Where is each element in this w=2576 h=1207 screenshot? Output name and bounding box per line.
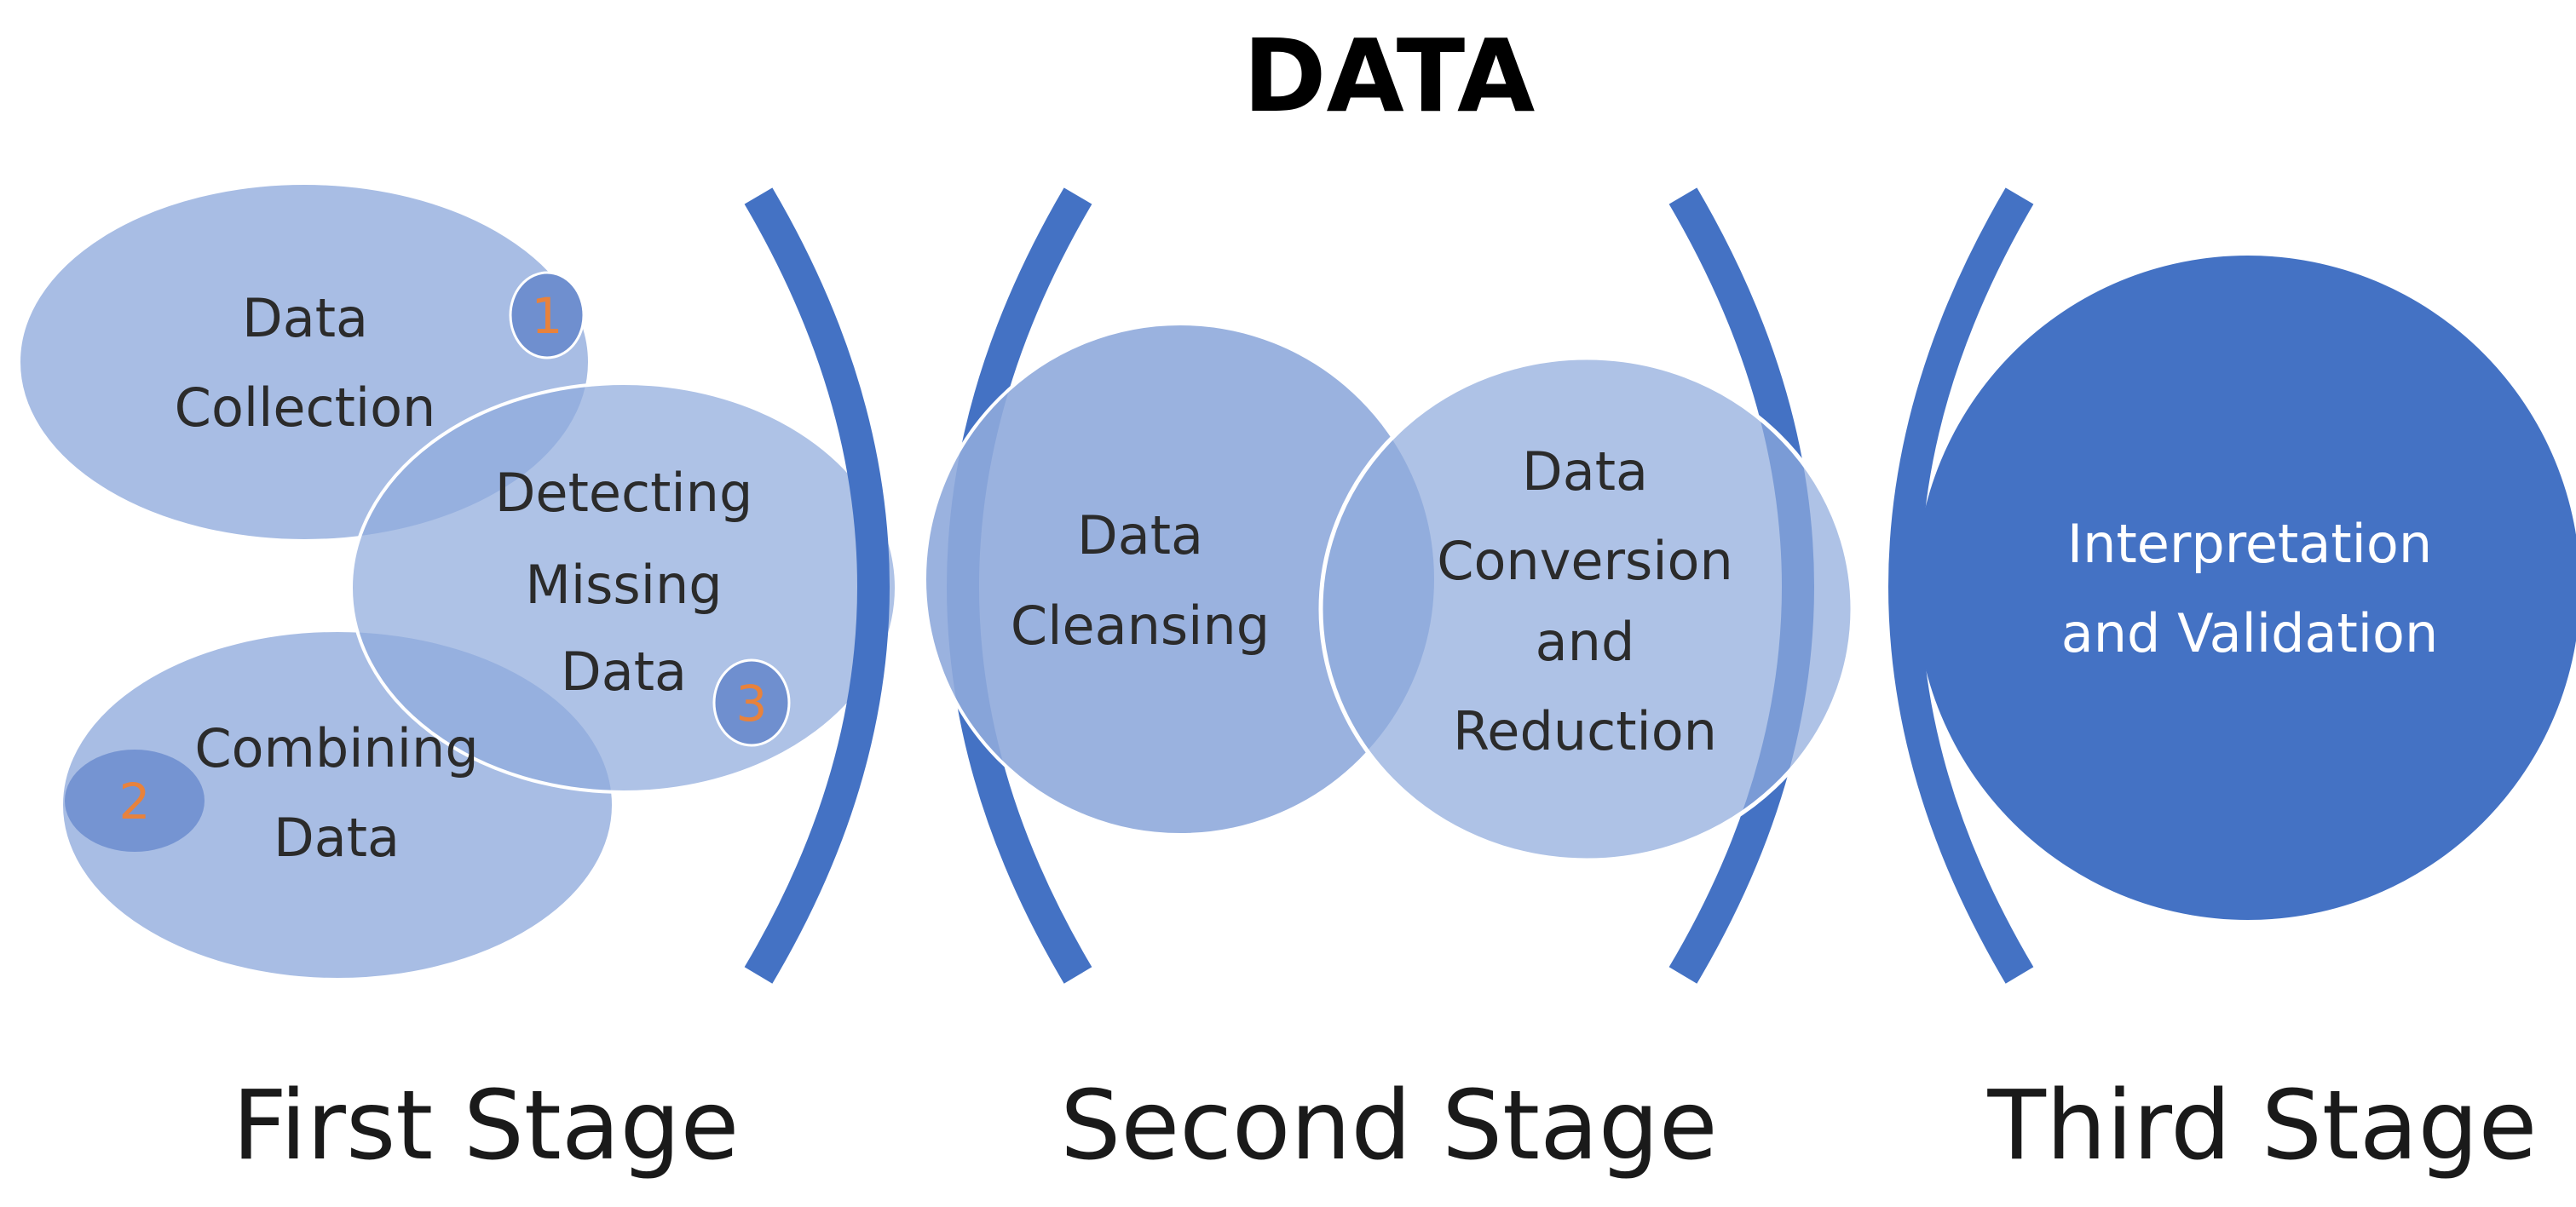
second-stage-label: Second Stage (1060, 1071, 1717, 1181)
first-stage-group: 1 3 2 Data Collection Detecting Missing … (17, 181, 898, 981)
interpretation-line2: and Validation (2061, 602, 2439, 664)
third-stage-label: Third Stage (1987, 1071, 2538, 1181)
data-conversion-circle (1318, 355, 1855, 863)
bracket-third-left (1888, 187, 2034, 984)
number-3-label: 3 (736, 675, 768, 733)
second-stage-group: Data Cleansing Data Conversion and Reduc… (923, 322, 1855, 863)
number-badge-2 (65, 750, 205, 852)
number-1-label: 1 (532, 287, 563, 345)
data-conversion-line4: Reduction (1453, 700, 1717, 762)
data-collection-line2: Collection (175, 376, 436, 439)
number-badge-1 (509, 271, 585, 359)
bracket-first-right (744, 187, 890, 984)
detecting-missing-line3: Data (561, 641, 687, 703)
detecting-missing-line1: Detecting (495, 462, 753, 524)
data-conversion-line3: and (1536, 611, 1635, 673)
data-cleansing-line1: Data (1077, 504, 1203, 566)
data-conversion-line1: Data (1522, 440, 1648, 503)
interpretation-circle (1916, 256, 2576, 920)
combining-data-line1: Combining (194, 717, 478, 779)
combining-data-line2: Data (274, 807, 400, 869)
first-stage-label: First Stage (233, 1071, 740, 1181)
number-2-label: 2 (119, 773, 151, 831)
detecting-missing-line2: Missing (525, 554, 722, 616)
number-badge-3 (712, 658, 791, 747)
data-conversion-line2: Conversion (1437, 530, 1733, 592)
data-collection-line1: Data (242, 287, 368, 349)
third-stage-group: Interpretation and Validation (1916, 256, 2576, 920)
interpretation-line1: Interpretation (2067, 513, 2432, 575)
diagram-title: DATA (1243, 17, 1536, 135)
data-cleansing-line2: Cleansing (1011, 595, 1270, 657)
